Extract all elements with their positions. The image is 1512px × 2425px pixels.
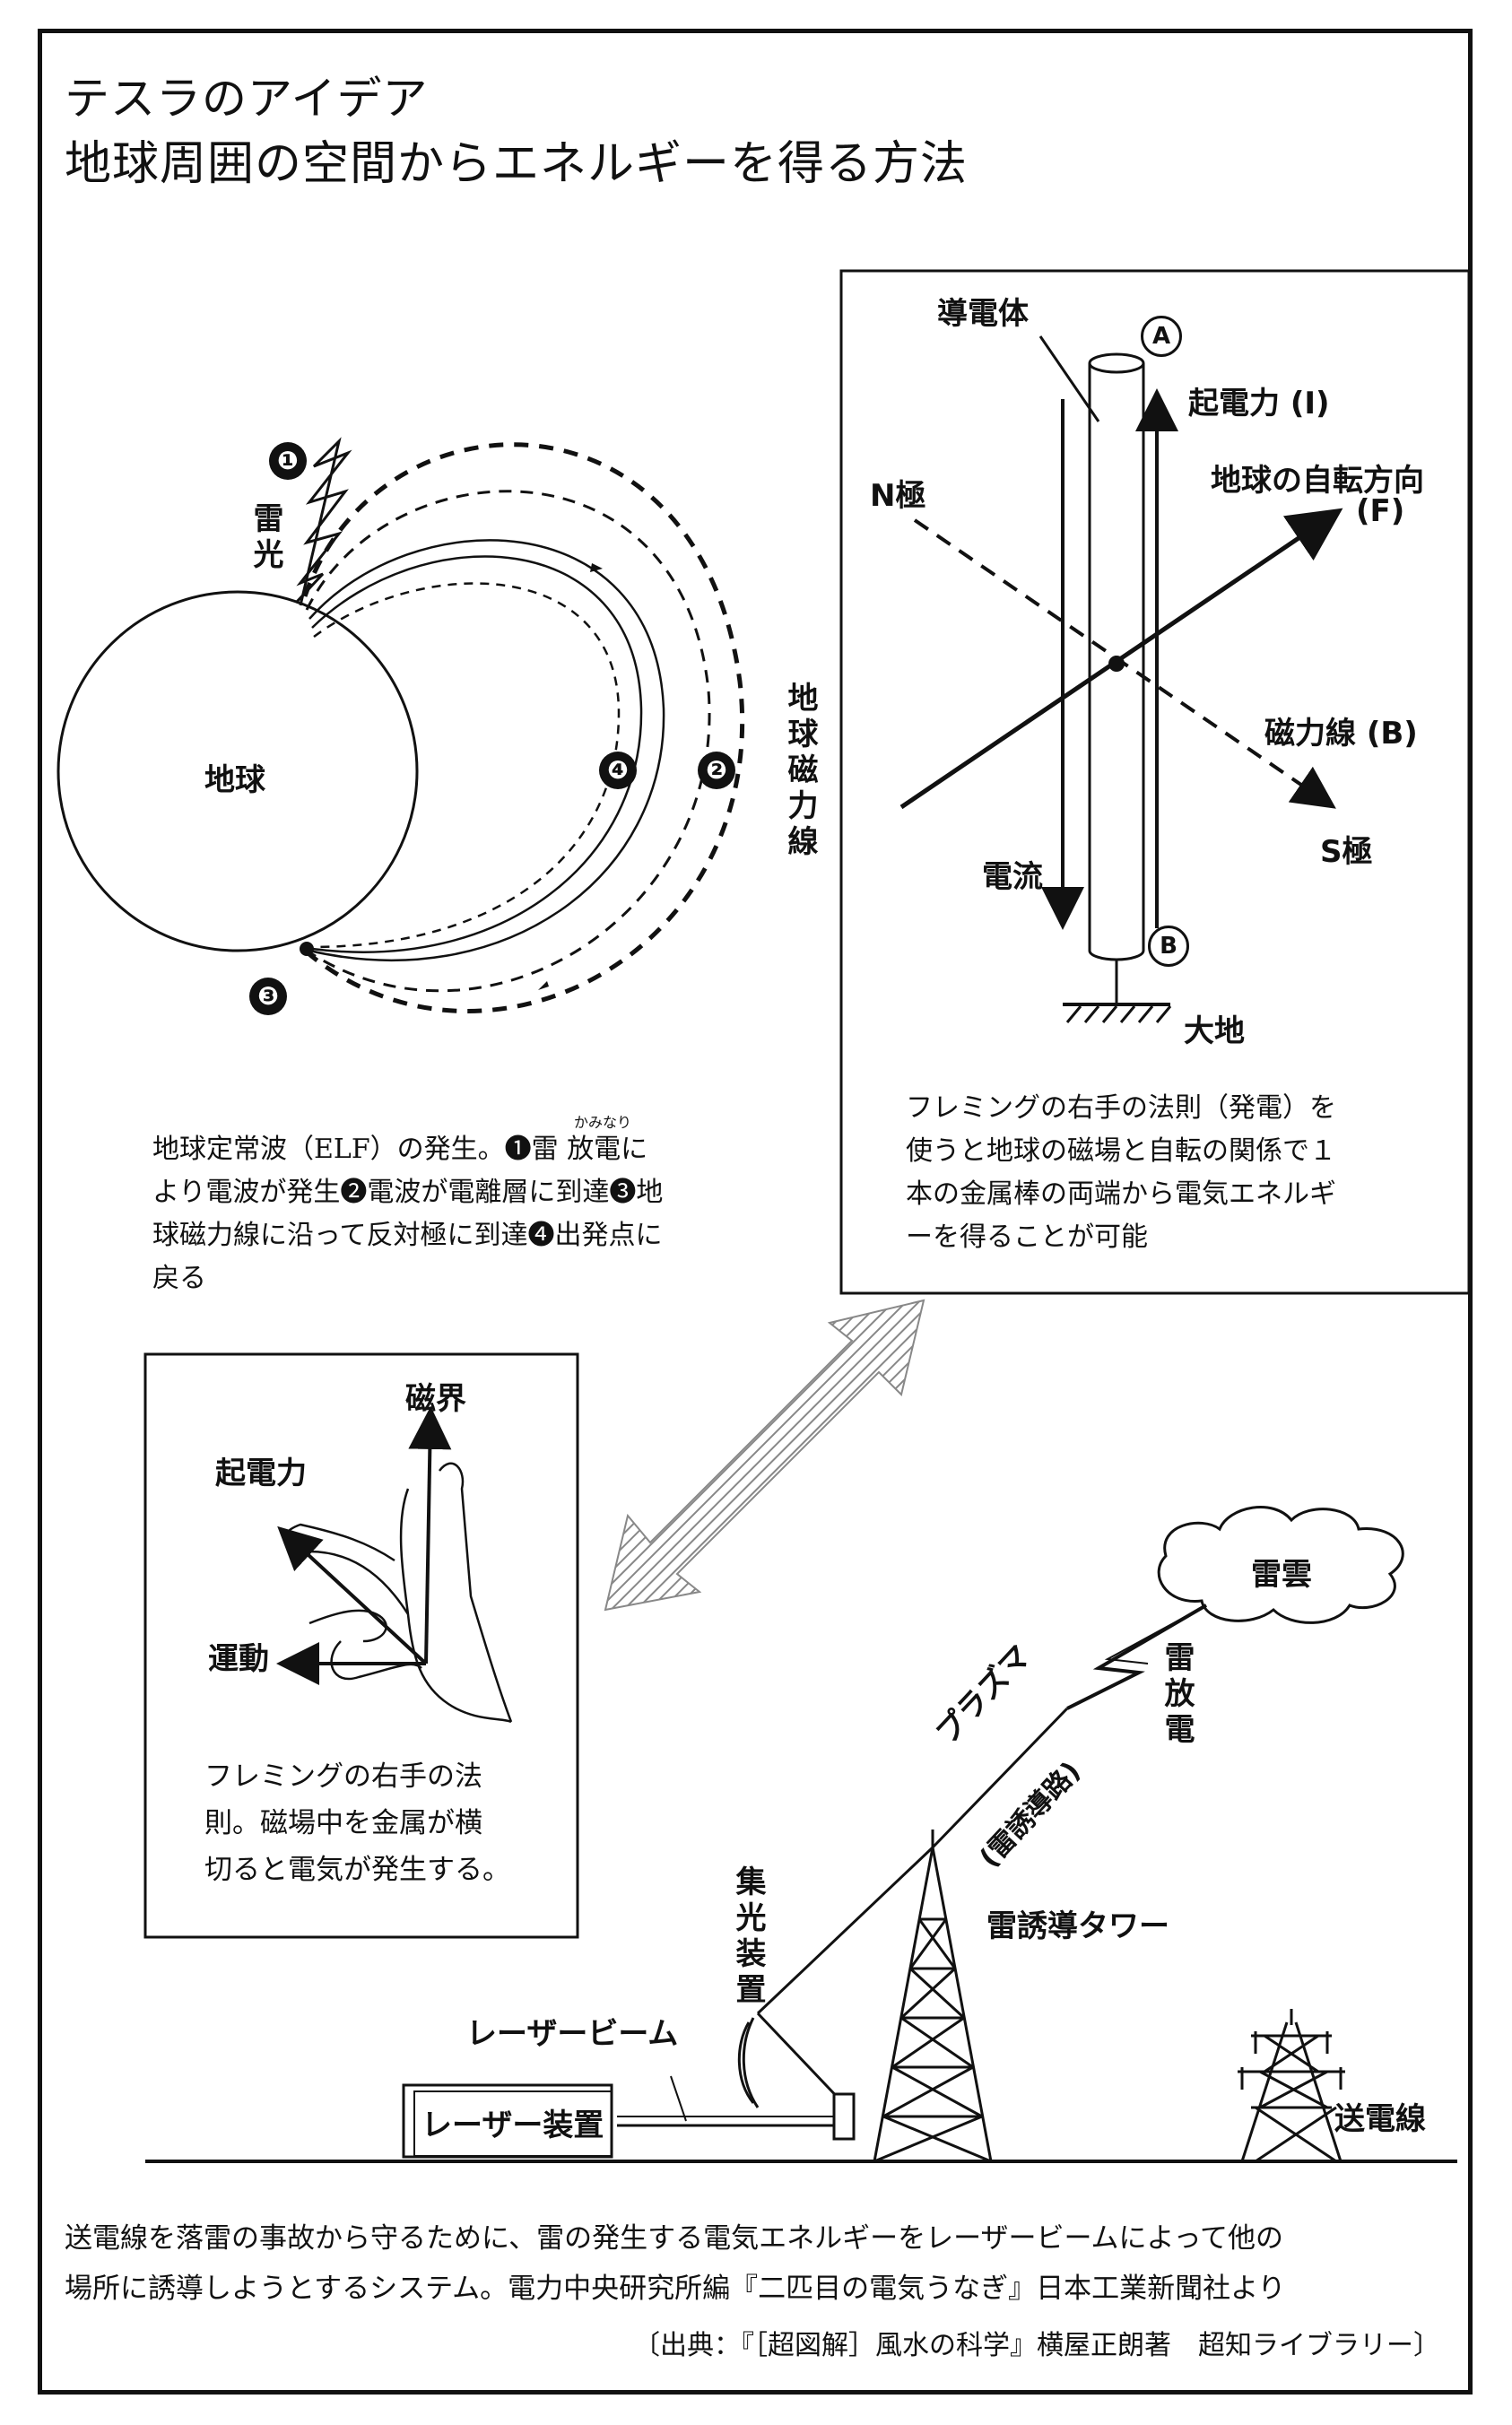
conductor-label: 導電体 (937, 296, 1029, 332)
marker-3: ❸ (249, 978, 287, 1015)
marker-4: ❹ (599, 752, 637, 789)
hand-diagram (143, 1352, 579, 1939)
hand-motion-label: 運動 (208, 1641, 269, 1677)
field-line-outer (302, 442, 744, 1013)
laser-label: レーザー装置 (421, 2108, 604, 2143)
double-arrow (604, 1299, 925, 1612)
power-line-label: 送電線 (1334, 2101, 1426, 2137)
lightning-label: 雷光 (248, 502, 283, 574)
collector-label: 集光装置 (730, 1865, 766, 2009)
current-label: 電流 (982, 859, 1043, 895)
field-line-label: 磁力線 (B) (1264, 716, 1418, 752)
marker-1: ❶ (269, 442, 307, 480)
cloud-label: 雷雲 (1251, 1557, 1312, 1593)
lightning-bolt (294, 437, 352, 606)
source-citation: 〔出典：『［超図解］風水の科学』横屋正朗著 超知ライブラリー〕 (633, 2330, 1440, 2361)
emf-label: 起電力 (I) (1188, 386, 1330, 422)
hand-emf-label: 起電力 (215, 1456, 307, 1491)
thundercloud (1157, 1506, 1404, 1624)
lightning-tower (873, 1830, 993, 2163)
tower-scene (145, 1506, 1457, 2163)
point-a-marker: A (1141, 316, 1182, 357)
n-pole-label: N極 (870, 478, 926, 514)
hand-field-label: 磁界 (405, 1381, 466, 1417)
rotation-label-2: (F) (1356, 493, 1405, 529)
field-line-label: 地球磁力線 (782, 682, 818, 861)
s-pole-label: S極 (1320, 834, 1373, 870)
point-b-marker: B (1148, 926, 1189, 967)
tower-label: 雷誘導タワー (986, 1908, 1169, 1944)
rotation-label-1: 地球の自転方向 (1211, 463, 1424, 499)
ground-label: 大地 (1184, 1013, 1245, 1049)
conductor-caption: フレミングの右手の法則（発電）を 使うと地球の磁場と自転の関係で１ 本の金属棒の… (906, 1092, 1336, 1253)
discharge-label: 雷放電 (1159, 1641, 1195, 1749)
earth-diagram (56, 437, 744, 1013)
earth-caption: 地球定常波（ELF）の発生。❶雷 放電に より電波が発生❷電波が電離層に到達❸地… (152, 1134, 664, 1294)
title-line2: 地球周囲の空間からエネルギーを得る方法 (65, 137, 969, 191)
power-line-tower (1238, 2009, 1345, 2163)
conductor-diagram (839, 269, 1471, 1295)
beam-label: レーザービーム (466, 2016, 679, 2052)
ruby-annotation: かみなり (574, 1114, 632, 1131)
title-line1: テスラのアイデア (65, 73, 429, 125)
hand-caption: フレミングの右手の法 則。磁場中を金属が横 切ると電気が発生する。 (204, 1760, 510, 1886)
marker-2: ❷ (698, 752, 735, 789)
earth-label: 地球 (204, 762, 265, 798)
footer-text: 送電線を落雷の事故から守るために、雷の発生する電気エネルギーをレーザービームによ… (65, 2222, 1286, 2305)
earth-circle (56, 590, 419, 952)
